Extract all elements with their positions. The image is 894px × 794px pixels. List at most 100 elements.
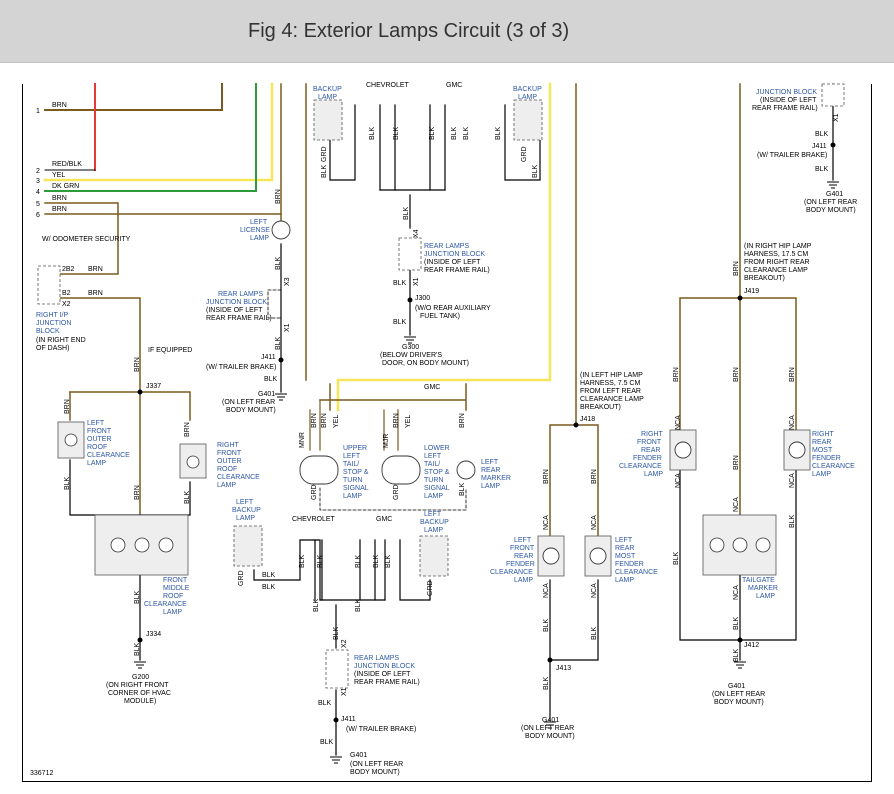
svg-text:BRN: BRN: [591, 469, 598, 484]
svg-text:BRN: BRN: [311, 413, 318, 428]
svg-text:LEFT: LEFT: [424, 453, 442, 460]
front-middle-led-3-icon: [158, 537, 174, 553]
wire-b2-brn: [59, 297, 141, 393]
svg-text:X1: X1: [341, 687, 348, 696]
j334-label: J334: [146, 631, 161, 638]
svg-text:G401: G401: [350, 752, 367, 759]
front-middle-led-2-icon: [134, 537, 150, 553]
svg-text:ROOF: ROOF: [217, 466, 237, 473]
tailgate-marker-label: TAILGATE MARKER LAMP: [742, 577, 778, 600]
wire-tail-feed-bus: [319, 383, 467, 411]
svg-text:LEFT: LEFT: [424, 511, 442, 518]
svg-text:(ON LEFT REAR: (ON LEFT REAR: [521, 725, 574, 732]
svg-text:BLK: BLK: [264, 376, 278, 383]
j412-label: J412: [744, 642, 759, 649]
bottom-right-backup-lamp: [419, 535, 449, 577]
rf-roof-led-icon: [186, 455, 200, 469]
svg-text:BREAKOUT): BREAKOUT): [580, 404, 621, 411]
svg-text:JUNCTION BLOCK: JUNCTION BLOCK: [354, 663, 415, 670]
svg-text:G401: G401: [258, 391, 275, 398]
pin-2b2-color: BRN: [88, 266, 103, 273]
svg-text:CLEARANCE LAMP: CLEARANCE LAMP: [744, 267, 808, 274]
splice-j419: [737, 295, 743, 301]
wire-6-brn: [44, 83, 282, 215]
svg-text:FROM LEFT REAR: FROM LEFT REAR: [580, 388, 641, 395]
trailer-brake-bottom: (W/ TRAILER BRAKE): [346, 726, 416, 733]
svg-text:BRN: BRN: [789, 367, 796, 382]
wire-bottom-merge: [319, 599, 386, 649]
svg-text:RIGHT: RIGHT: [812, 431, 835, 438]
svg-text:(W/O REAR AUXILIARY: (W/O REAR AUXILIARY: [415, 305, 491, 312]
svg-text:BLK: BLK: [64, 476, 71, 490]
svg-text:JUNCTION: JUNCTION: [36, 320, 71, 327]
svg-text:LAMP: LAMP: [87, 460, 106, 467]
svg-text:SIGNAL: SIGNAL: [343, 485, 369, 492]
svg-text:X3: X3: [284, 277, 291, 286]
top-right-blk-1: BLK: [815, 131, 829, 138]
svg-text:(IN RIGHT END: (IN RIGHT END: [36, 337, 86, 344]
svg-text:REAR: REAR: [641, 447, 660, 454]
svg-text:MIDDLE: MIDDLE: [163, 585, 190, 592]
svg-text:FROM RIGHT REAR: FROM RIGHT REAR: [744, 259, 810, 266]
rr-fender-bulb: [788, 441, 806, 459]
wire-top-center-merge: [379, 189, 446, 229]
wire-5-num: 5: [36, 201, 40, 208]
wire-bottom-center-blk: [314, 539, 386, 601]
svg-text:CLEARANCE: CLEARANCE: [87, 452, 130, 459]
splice-j334: [137, 637, 143, 643]
svg-text:YEL: YEL: [333, 415, 340, 428]
lf-outer-roof-label: LEFT FRONT OUTER ROOF CLEARANCE LAMP: [87, 420, 130, 467]
j411-left-label: J411: [261, 354, 276, 361]
svg-text:BLK: BLK: [543, 618, 550, 632]
svg-text:CLEARANCE: CLEARANCE: [619, 463, 662, 470]
svg-text:BRN: BRN: [184, 422, 191, 437]
top-right-blk-2: BLK: [815, 166, 829, 173]
svg-text:LEFT: LEFT: [236, 499, 254, 506]
left-rear-marker-lamp-bulb: [456, 460, 476, 480]
bottom-left-backup-label: LEFT BACKUP LAMP: [232, 499, 261, 522]
wire-2-color: RED/BLK: [52, 161, 82, 168]
svg-text:(ON LEFT REAR: (ON LEFT REAR: [222, 399, 275, 406]
svg-text:CORNER OF HVAC: CORNER OF HVAC: [108, 690, 171, 697]
right-ip-block-label: RIGHT I/P JUNCTION BLOCK (IN RIGHT END O…: [36, 312, 86, 352]
svg-text:LOWER: LOWER: [424, 445, 450, 452]
svg-text:BLK: BLK: [320, 739, 334, 746]
brand-gmc-top: GMC: [446, 82, 462, 89]
svg-text:BACKUP: BACKUP: [313, 86, 342, 93]
svg-text:LAMP: LAMP: [424, 493, 443, 500]
svg-text:LEFT: LEFT: [615, 537, 633, 544]
svg-text:ROOF: ROOF: [87, 444, 107, 451]
svg-text:BLK: BLK: [393, 319, 407, 326]
wire-4-color: DK GRN: [52, 183, 79, 190]
pin-b2: B2: [62, 290, 71, 297]
upper-left-tail-label: UPPER LEFT TAIL/ STOP & TURN SIGNAL LAMP: [343, 445, 369, 500]
j337-label: J337: [146, 383, 161, 390]
pin-b2-color: BRN: [88, 290, 103, 297]
rear-junction-block-top-right: [821, 83, 845, 107]
svg-text:LAMP: LAMP: [644, 471, 663, 478]
ground-g401c-icon: [544, 721, 556, 729]
top-right-backup-label: BACKUP LAMP: [513, 86, 542, 101]
top-right-backup-lamp: [513, 99, 543, 141]
svg-text:LEFT: LEFT: [343, 453, 361, 460]
rear-junction-top-right-label: JUNCTION BLOCK (INSIDE OF LEFT REAR FRAM…: [752, 89, 818, 112]
wire-4-grn: [44, 83, 257, 192]
splice-j411-left: [278, 357, 284, 363]
upper-left-tail-lamp-bulb: [299, 455, 339, 485]
if-equipped-note: IF EQUIPPED: [148, 347, 192, 354]
svg-text:G401: G401: [542, 717, 559, 724]
svg-text:TAIL/: TAIL/: [343, 461, 359, 468]
svg-text:LAMP: LAMP: [250, 235, 269, 242]
svg-text:LAMP: LAMP: [163, 609, 182, 616]
svg-text:LEFT: LEFT: [250, 219, 268, 226]
front-middle-roof-label: FRONT MIDDLE ROOF CLEARANCE LAMP: [144, 577, 190, 616]
svg-text:BLK: BLK: [275, 256, 282, 270]
svg-text:NCA: NCA: [543, 515, 550, 530]
svg-text:OF DASH): OF DASH): [36, 345, 69, 352]
svg-text:BRN: BRN: [321, 413, 328, 428]
svg-text:BLK: BLK: [393, 126, 400, 140]
svg-text:BODY MOUNT): BODY MOUNT): [525, 733, 575, 740]
svg-text:GRD: GRD: [427, 580, 434, 596]
svg-text:LAMP: LAMP: [481, 483, 500, 490]
svg-text:JUNCTION BLOCK: JUNCTION BLOCK: [206, 299, 267, 306]
